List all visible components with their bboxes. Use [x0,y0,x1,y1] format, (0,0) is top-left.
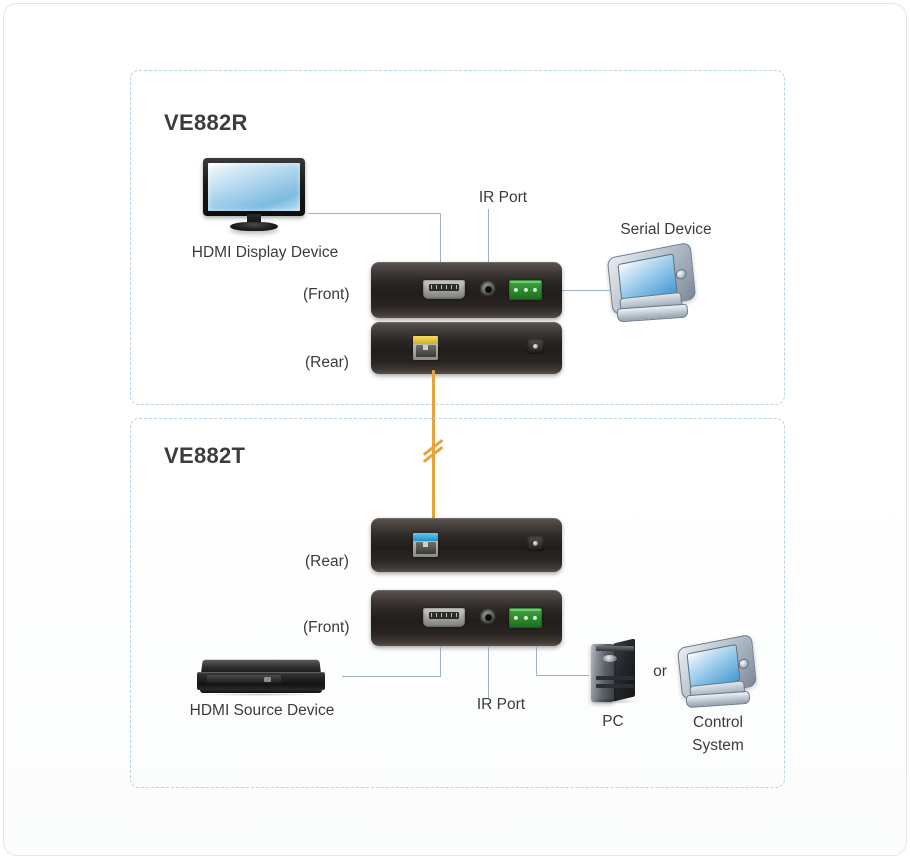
transmitter-front-label: (Front) [303,619,350,636]
pc-power-button [603,655,618,662]
receiver-serial-terminal [509,280,542,300]
serial-device-label: Serial Device [620,221,712,238]
leader-serial-receiver [562,290,612,292]
rj45-body [415,542,436,554]
transmitter-rj45-jack [413,533,438,557]
transmitter-ir-jack [480,609,497,626]
serial-screw [514,288,519,292]
receiver-rj45-jack [413,336,438,360]
ir-jack-hole [484,285,493,294]
receiver-power-jack [527,339,544,354]
receiver-front-label: (Front) [303,286,350,303]
pc-front-bay [596,684,634,689]
group-ve882t [130,418,785,788]
receiver-front-panel [371,262,562,318]
hdmi-source-device-label: HDMI Source Device [189,702,335,719]
leader-serial-transmitter-v [536,646,538,676]
leader-ir-receiver [488,209,490,266]
monitor-screen [208,163,300,211]
leader-source-to-hdmi-v [440,646,442,677]
pc-label: PC [602,713,624,730]
ir-jack-hole [484,613,493,622]
serial-screw [523,288,528,292]
leader-display-to-hdmi-h [308,213,441,215]
group-title-ve882t: VE882T [164,443,246,468]
receiver-rear-label: (Rear) [305,354,349,371]
power-jack-pin [533,344,538,349]
leader-ir-transmitter [488,646,490,699]
control-system-label-line1: Control [693,714,743,731]
leader-display-to-hdmi-v [440,213,442,265]
receiver-ir-port-label: IR Port [478,189,528,206]
rj45-cap [413,533,438,542]
player-shadow [202,693,320,697]
transmitter-rear-panel [371,518,562,572]
monitor-neck [246,214,262,224]
control-system-illustration [676,634,762,710]
serial-screw [532,288,537,292]
hdmi-slot [428,284,460,291]
serial-screw [532,616,537,620]
player-button [263,677,271,683]
pc-illustration [586,638,644,704]
transmitter-ir-port-label: IR Port [476,696,526,713]
player-disc-tray [207,674,282,683]
hdmi-pins [430,613,458,618]
hdmi-display-device-label: HDMI Display Device [191,244,339,261]
serial-screw [523,616,528,620]
power-jack-pin [533,541,538,546]
serial-top-rail [510,281,541,283]
pc-shadow [588,698,638,704]
group-ve882r [130,70,785,405]
transmitter-serial-terminal [509,608,542,628]
leader-serial-transmitter-h [536,675,589,677]
group-title-ve882r: VE882R [164,110,248,135]
pc-front-panel [590,643,614,703]
serial-device-illustration [605,241,701,324]
hdmi-display-device-illustration [203,158,305,236]
terminal-knob [738,658,750,670]
transmitter-rear-label: (Rear) [305,553,349,570]
leader-source-to-hdmi-h [342,676,441,678]
serial-top-rail [510,609,541,611]
rj45-body [415,345,436,357]
terminal-foot [685,690,751,709]
control-system-label-line2: System [692,737,744,754]
rj45-cap [413,336,438,345]
transmitter-front-panel [371,590,562,646]
hdmi-slot [428,612,460,619]
or-label: or [653,663,667,680]
receiver-hdmi-port [423,280,465,299]
player-foot [199,689,323,694]
terminal-knob [674,267,687,281]
monitor-bezel [203,158,305,216]
pc-front-bay [596,676,634,681]
hdmi-source-device-illustration [197,659,325,701]
outer-card-frame [3,3,907,856]
serial-screw [514,616,519,620]
receiver-rear-panel [371,322,562,374]
receiver-ir-jack [480,281,497,298]
pc-optical-drive [596,645,634,652]
hdmi-pins [430,285,458,290]
monitor-base [229,221,279,231]
transmitter-power-jack [527,536,544,551]
transmitter-hdmi-port [423,608,465,627]
